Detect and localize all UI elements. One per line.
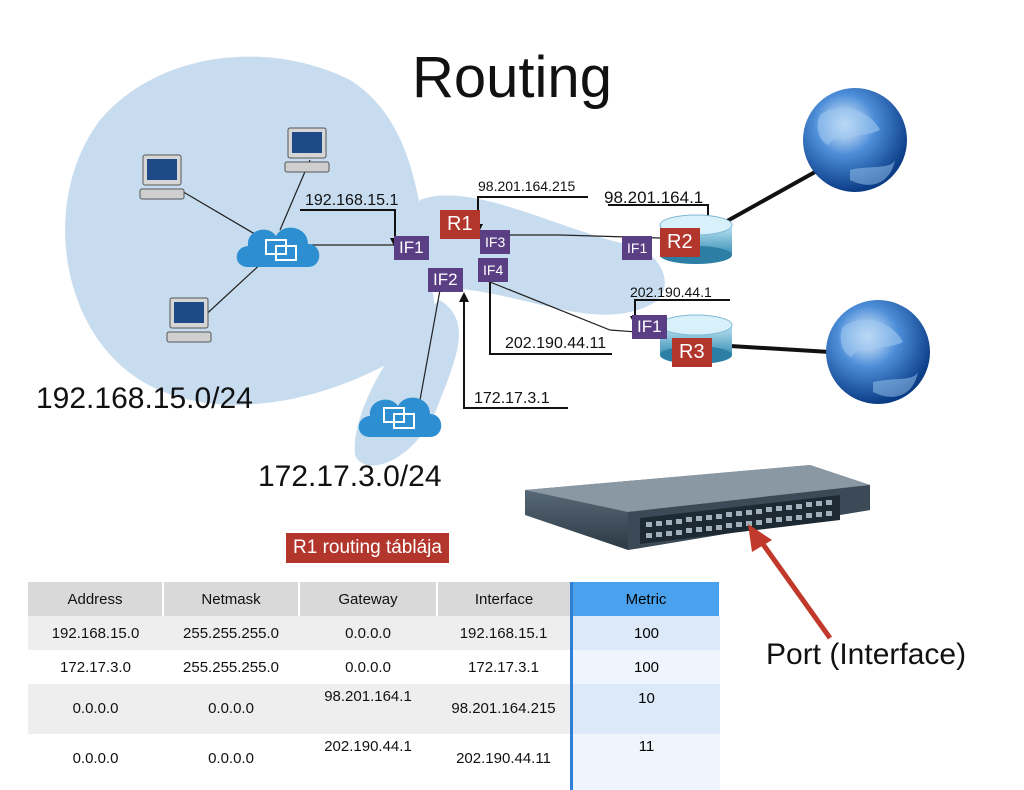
internet-globe-icon bbox=[803, 88, 907, 192]
lan1-network-label: 192.168.15.0/24 bbox=[36, 382, 253, 415]
cell-interface: 192.168.15.1 bbox=[437, 616, 572, 650]
arrowhead bbox=[459, 292, 469, 302]
header-metric: Metric bbox=[570, 582, 721, 616]
header-gateway: Gateway bbox=[299, 582, 438, 616]
header-interface: Interface bbox=[437, 582, 573, 616]
r1-if2-tag: IF2 bbox=[428, 268, 463, 292]
leader-r1-if1 bbox=[300, 209, 396, 240]
cell-address: 172.17.3.0 bbox=[28, 650, 163, 684]
leader-r1-if4 bbox=[489, 280, 612, 355]
header-address: Address bbox=[28, 582, 164, 616]
header-netmask: Netmask bbox=[163, 582, 300, 616]
cell-netmask: 255.255.255.0 bbox=[163, 650, 299, 684]
router-r2-label: R2 bbox=[660, 228, 700, 257]
link-pc1-cloud bbox=[179, 189, 266, 241]
r1-if1-tag: IF1 bbox=[394, 236, 429, 260]
cell-gateway: 98.201.164.1 bbox=[299, 684, 437, 734]
link-pc3-cloud bbox=[199, 259, 266, 321]
r3-if1-tag: IF1 bbox=[632, 315, 667, 339]
cell-interface: 172.17.3.1 bbox=[437, 650, 572, 684]
cell-netmask: 0.0.0.0 bbox=[163, 684, 299, 734]
cell-gateway: 202.190.44.1 bbox=[299, 734, 437, 790]
leader-r3-if1 bbox=[634, 299, 730, 318]
cell-netmask: 255.255.255.0 bbox=[163, 616, 299, 650]
table-row: 0.0.0.0 0.0.0.0 98.201.164.1 98.201.164.… bbox=[28, 684, 720, 734]
network-switch-icon bbox=[525, 465, 870, 550]
cell-address: 0.0.0.0 bbox=[28, 684, 163, 734]
r1-if3-address: 98.201.164.215 bbox=[478, 178, 576, 194]
table-row: 172.17.3.0 255.255.255.0 0.0.0.0 172.17.… bbox=[28, 650, 720, 684]
r3-if1-address: 202.190.44.1 bbox=[630, 284, 712, 300]
r1-if4-tag: IF4 bbox=[478, 258, 509, 282]
network-cloud-icon bbox=[236, 227, 320, 267]
routing-table-caption: R1 routing táblája bbox=[286, 533, 449, 563]
cell-address: 192.168.15.0 bbox=[28, 616, 163, 650]
lan2-network-label: 172.17.3.0/24 bbox=[258, 460, 442, 493]
routing-table: Address Netmask Gateway Interface Metric… bbox=[28, 582, 721, 790]
r1-if2-address: 172.17.3.1 bbox=[474, 390, 550, 407]
port-interface-label: Port (Interface) bbox=[766, 638, 967, 671]
leader-r1-if2 bbox=[463, 300, 568, 409]
r1-if4-address: 202.190.44.11 bbox=[505, 335, 607, 352]
cell-metric: 10 bbox=[570, 684, 720, 734]
r2-if1-tag: IF1 bbox=[622, 236, 653, 260]
port-arrowhead bbox=[748, 524, 772, 552]
table-row: 0.0.0.0 0.0.0.0 202.190.44.1 202.190.44.… bbox=[28, 734, 720, 790]
r1-if1-address: 192.168.15.1 bbox=[305, 192, 399, 209]
cell-gateway: 0.0.0.0 bbox=[299, 616, 437, 650]
router-r1-label: R1 bbox=[440, 210, 480, 239]
cell-address: 0.0.0.0 bbox=[28, 734, 163, 790]
cell-interface: 202.190.44.11 bbox=[437, 734, 572, 790]
cell-metric: 100 bbox=[570, 616, 720, 650]
r1-if3-tag: IF3 bbox=[480, 230, 511, 254]
table-header-row: Address Netmask Gateway Interface Metric bbox=[28, 582, 721, 616]
link-r2-globe1 bbox=[719, 170, 816, 227]
link-r3-globe2 bbox=[729, 344, 831, 354]
desktop-computer-icon bbox=[139, 154, 185, 200]
desktop-computer-icon bbox=[284, 127, 330, 173]
r2-if1-address: 98.201.164.1 bbox=[604, 188, 704, 207]
table-row: 192.168.15.0 255.255.255.0 0.0.0.0 192.1… bbox=[28, 616, 720, 650]
lan1-area bbox=[65, 56, 440, 405]
network-cloud-icon bbox=[358, 397, 442, 437]
cell-metric: 100 bbox=[570, 650, 720, 684]
port-arrow bbox=[757, 538, 833, 640]
router-r3-label: R3 bbox=[672, 338, 712, 367]
cell-interface: 98.201.164.215 bbox=[437, 684, 572, 734]
cell-netmask: 0.0.0.0 bbox=[163, 734, 299, 790]
link-r1-lan2 bbox=[419, 289, 441, 401]
internet-globe-icon bbox=[826, 300, 930, 404]
page-title: Routing bbox=[412, 45, 612, 110]
cell-gateway: 0.0.0.0 bbox=[299, 650, 437, 684]
desktop-computer-icon bbox=[166, 297, 212, 343]
cell-metric: 11 bbox=[570, 734, 720, 790]
